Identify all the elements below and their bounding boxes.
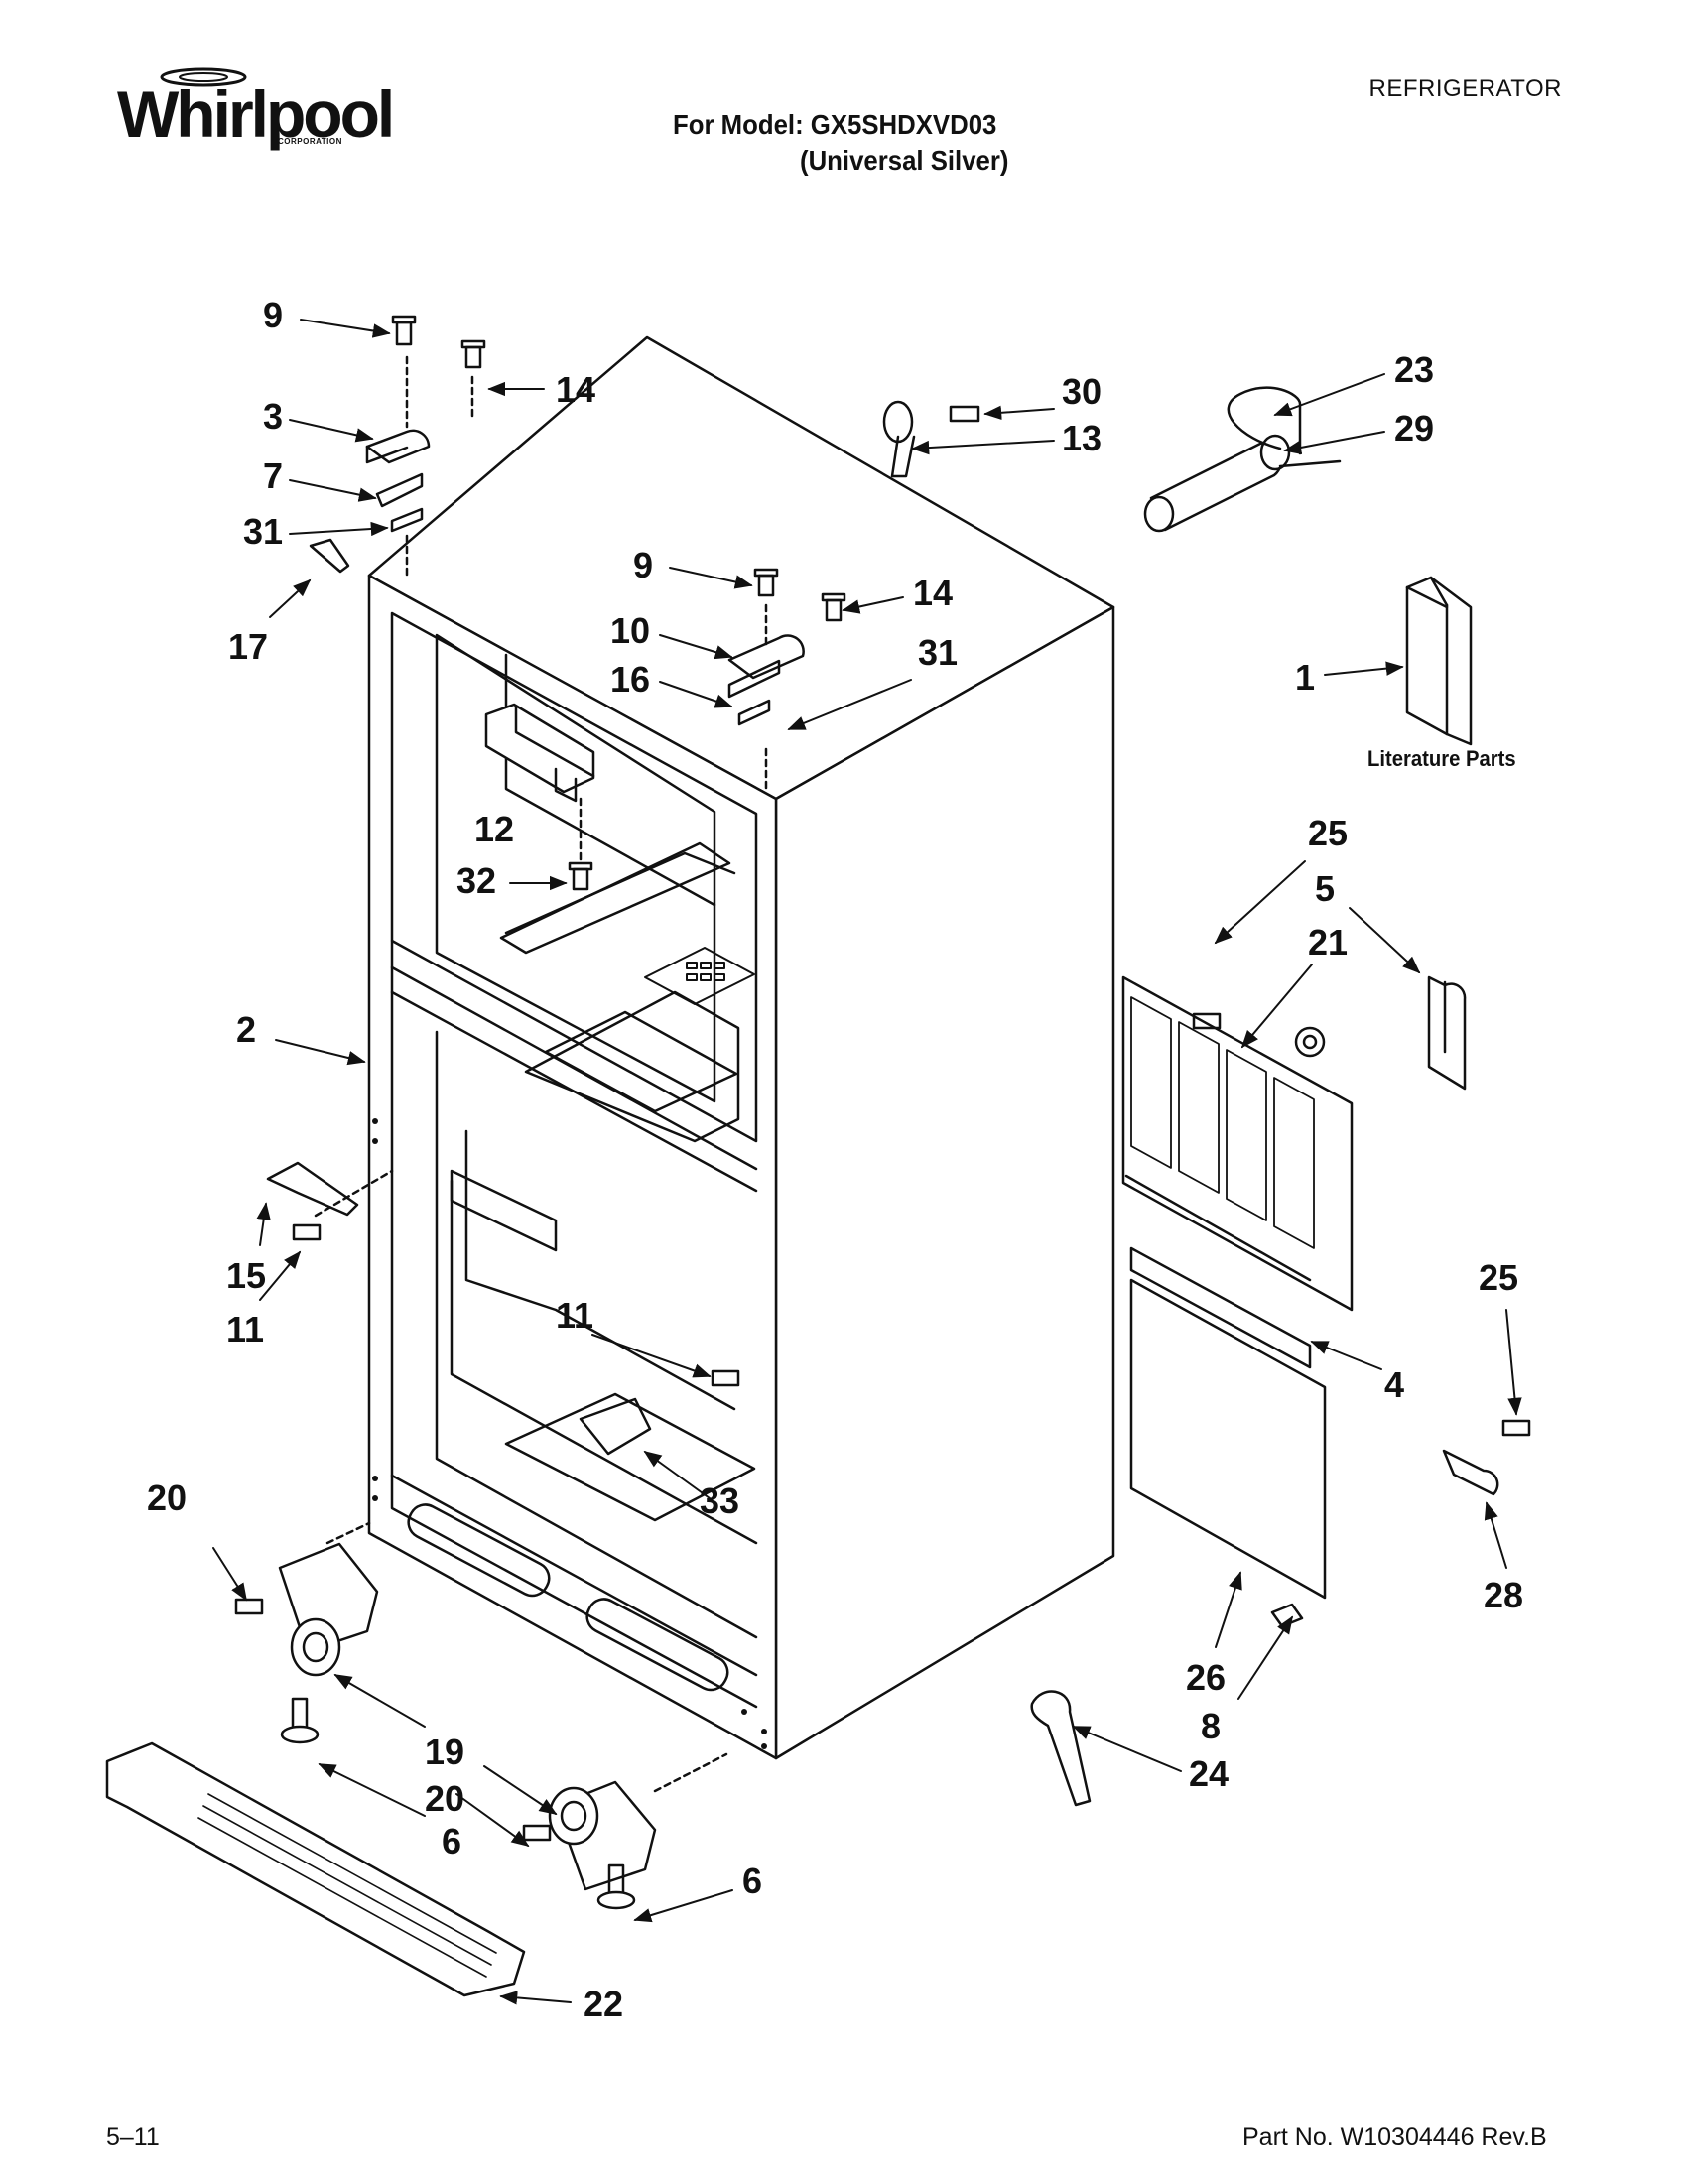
callout-5: 5 [1315, 868, 1335, 909]
model-title: For Model: GX5SHDXVD03 [673, 109, 997, 140]
callout-11b: 11 [556, 1295, 593, 1336]
part-21-grille [1121, 975, 1354, 1312]
page-number: 5–11 [106, 2123, 160, 2151]
callout-4: 4 [1384, 1364, 1404, 1405]
logo-swoosh-icon [160, 67, 247, 87]
callout-11: 11 [226, 1309, 264, 1349]
callout-25b: 25 [1479, 1257, 1518, 1298]
callout-22: 22 [584, 1984, 623, 2024]
callout-13: 13 [1062, 418, 1102, 458]
part-5-clip [1427, 975, 1467, 1091]
refrigerator-cabinet [367, 335, 1115, 1760]
callout-14: 14 [556, 369, 595, 410]
callout-20b: 20 [425, 1778, 464, 1819]
part-13-bracket [882, 400, 980, 478]
callout-21: 21 [1308, 922, 1348, 963]
callout-3: 3 [263, 396, 283, 437]
logo-subtitle: CORPORATION [278, 137, 342, 146]
callout-29: 29 [1394, 408, 1434, 449]
callout-25: 25 [1308, 813, 1348, 853]
callout-leaders [212, 319, 1522, 2005]
callout-10: 10 [610, 610, 650, 651]
callout-2: 2 [236, 1009, 256, 1050]
part-12-bracket [484, 703, 595, 891]
callout-9: 9 [263, 295, 283, 335]
top-center-hinge [727, 568, 846, 791]
part-26-access-panel [1129, 1246, 1327, 1600]
callout-19: 19 [425, 1732, 464, 1772]
callout-9b: 9 [633, 545, 653, 585]
part-33-hinge [579, 1369, 740, 1456]
callout-8: 8 [1201, 1706, 1221, 1746]
logo-wordmark: Whirlpool [117, 77, 395, 151]
callout-28: 28 [1484, 1575, 1523, 1615]
part-24-handle [1030, 1603, 1304, 1807]
part-28-clamp [1192, 1012, 1531, 1496]
part-19-roller-left [234, 1521, 379, 1744]
model-variant: (Universal Silver) [800, 145, 1009, 176]
part-1-literature [1405, 576, 1473, 746]
callout-labels: 9 14 3 7 31 17 30 13 23 29 9 14 10 16 31… [147, 295, 1523, 2024]
part-23-water-tube [1143, 386, 1342, 533]
callout-17: 17 [228, 626, 268, 667]
part-22-base-grille [105, 1741, 526, 1997]
literature-parts-label: Literature Parts [1367, 746, 1516, 771]
part-19-roller-right [522, 1752, 728, 1910]
appliance-category: REFRIGERATOR [1368, 75, 1562, 102]
callout-33: 33 [700, 1480, 739, 1521]
callout-7: 7 [263, 455, 283, 496]
callout-20: 20 [147, 1477, 187, 1518]
callout-31b: 31 [918, 632, 958, 673]
callout-6b: 6 [742, 1861, 762, 1901]
part-15-hinge [266, 1161, 394, 1241]
whirlpool-logo: Whirlpool CORPORATION [109, 67, 395, 162]
callout-24: 24 [1189, 1753, 1229, 1794]
callout-14b: 14 [913, 573, 953, 613]
callout-30: 30 [1062, 371, 1102, 412]
callout-26: 26 [1186, 1657, 1226, 1698]
callout-32: 32 [456, 860, 496, 901]
callout-15: 15 [226, 1255, 266, 1296]
callout-23: 23 [1394, 349, 1434, 390]
callout-12: 12 [474, 809, 514, 849]
part-number: Part No. W10304446 Rev.B [1242, 2123, 1547, 2151]
callout-1: 1 [1295, 657, 1315, 698]
callout-16: 16 [610, 659, 650, 700]
callout-31: 31 [243, 511, 283, 552]
top-left-hinge [309, 315, 486, 578]
callout-6: 6 [442, 1821, 461, 1862]
